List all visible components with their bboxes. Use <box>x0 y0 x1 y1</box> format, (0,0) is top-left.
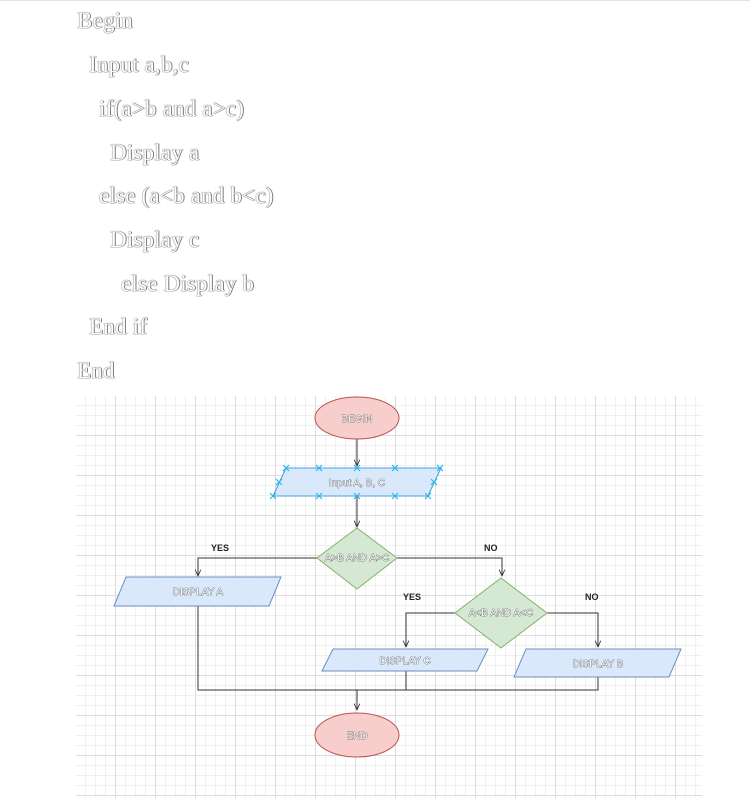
code-line-end: End <box>77 358 115 383</box>
display-c-label: DISPLAY C <box>379 656 430 667</box>
top-border <box>0 0 750 1</box>
code-line-input: Input a,b,c <box>89 52 189 77</box>
display-a-parallelogram <box>113 576 282 607</box>
edge-decision2-no <box>547 612 598 647</box>
edge-display-b-end <box>357 677 599 691</box>
code-line-if: if(a>b and a>c) <box>99 96 245 121</box>
edge-label-d2-no: NO <box>585 592 599 602</box>
end-terminal <box>314 712 400 758</box>
flowchart-svg: YES NO YES NO BEGIN Input A, B, C A>B AN… <box>113 396 682 758</box>
code-line-else-if: else (a<b and b<c) <box>99 183 274 208</box>
edge-decision1-no <box>397 557 502 576</box>
edge-label-d1-no: NO <box>484 543 498 553</box>
decision2-diamond <box>454 577 548 649</box>
code-line-begin: Begin <box>77 8 133 33</box>
display-a-label: DISPLAY A <box>173 587 224 598</box>
code-line-else-display-b: else Display b <box>121 271 255 296</box>
code-line-display-a: Display a <box>110 140 200 165</box>
edge-display-a-end <box>197 606 357 691</box>
code-line-end-if: End if <box>89 314 148 339</box>
decision1-diamond <box>316 527 398 590</box>
code-line-display-c: Display c <box>110 227 200 252</box>
edge-decision1-yes <box>198 557 317 576</box>
input-label: Input A, B, C <box>329 478 385 489</box>
edge-label-d1-yes: YES <box>211 543 229 553</box>
display-b-label: DISPLAY B <box>573 659 624 670</box>
selection-handles[interactable] <box>269 464 444 500</box>
decision1-label: A>B AND A>C <box>325 553 389 564</box>
begin-terminal <box>314 396 400 440</box>
begin-label: BEGIN <box>341 414 372 425</box>
edge-display-c-end <box>357 671 407 691</box>
flowchart-edges <box>198 439 598 710</box>
edge-decision2-yes <box>406 612 455 647</box>
flowchart-canvas: YES NO YES NO BEGIN Input A, B, C A>B AN… <box>76 396 702 798</box>
edge-label-d2-yes: YES <box>403 592 421 602</box>
end-label: END <box>346 731 367 742</box>
decision2-label: A<B AND A<C <box>469 608 533 619</box>
display-c-parallelogram <box>321 648 489 672</box>
display-b-parallelogram <box>513 648 682 678</box>
